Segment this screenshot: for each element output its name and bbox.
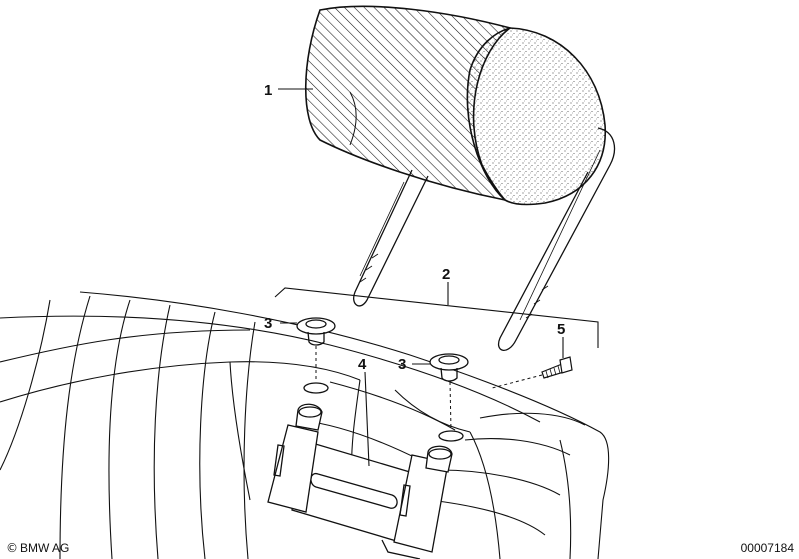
copyright-symbol: ©: [6, 541, 18, 555]
part-number: 00007184: [741, 541, 795, 555]
callout-1: 1: [264, 82, 272, 99]
mounting-bracket: [267, 403, 453, 559]
callout-5: 5: [557, 321, 565, 338]
headrest-rod-left: [353, 169, 429, 307]
leader-lines: [278, 88, 564, 467]
seat-backrest: [0, 291, 610, 559]
callout-3-left: 3: [264, 315, 272, 332]
callout-3-right: 3: [398, 356, 406, 373]
callout-4: 4: [358, 356, 367, 373]
headrest: [304, 5, 606, 206]
callout-2-bracket: [274, 287, 599, 348]
guide-sleeve-right: [429, 353, 469, 442]
callout-2: 2: [442, 266, 450, 283]
screw: [491, 356, 573, 389]
guide-sleeve-left: [296, 317, 336, 394]
brand-label: BMW AG: [20, 541, 69, 555]
